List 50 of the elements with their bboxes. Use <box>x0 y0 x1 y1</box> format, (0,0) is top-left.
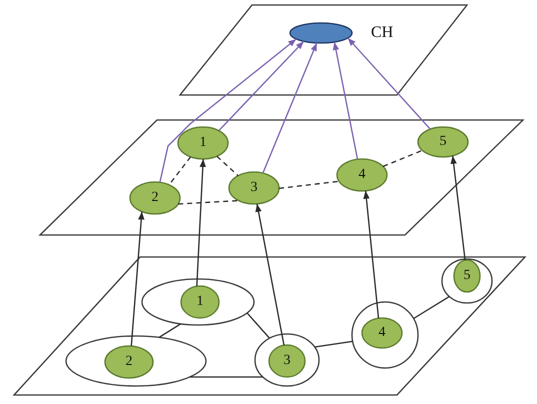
ellipse-node <box>228 171 280 205</box>
arrow <box>218 40 304 132</box>
ellipse-node <box>417 126 469 158</box>
ellipse-node <box>289 22 353 44</box>
outer-ellipse <box>141 278 255 326</box>
layer-plane <box>13 256 526 396</box>
connector-line <box>190 376 263 378</box>
layer-plane <box>39 119 524 236</box>
ellipse-node <box>180 285 220 319</box>
connector-line <box>314 340 353 348</box>
node-number: 3 <box>250 181 258 195</box>
node-number: 4 <box>358 168 366 182</box>
node-label: CH <box>371 25 394 41</box>
outer-ellipse <box>65 335 207 387</box>
dashed-line <box>382 150 423 167</box>
connector-line <box>413 296 450 320</box>
dashed-line <box>216 156 239 176</box>
ellipse-node <box>268 344 306 378</box>
connector-line <box>246 312 270 339</box>
arrow <box>347 38 431 130</box>
outer-ring <box>441 258 493 304</box>
node-number: 3 <box>284 354 290 368</box>
dashed-line <box>278 180 340 190</box>
node-number: 2 <box>126 355 132 369</box>
outer-ring <box>351 301 419 369</box>
node-number: 1 <box>196 295 204 309</box>
ellipse-node <box>336 158 388 192</box>
arrow <box>450 156 466 260</box>
ellipse-node <box>361 317 403 349</box>
outer-ring <box>254 333 320 387</box>
node-number: 5 <box>440 135 446 149</box>
ellipse-node <box>129 181 181 215</box>
dashed-line <box>178 200 239 205</box>
arrow <box>255 204 285 346</box>
ellipse-node <box>177 126 229 160</box>
arrow <box>363 190 380 318</box>
dashed-line <box>168 156 192 186</box>
arrow <box>196 158 206 286</box>
layer-plane <box>179 4 468 96</box>
node-number: 2 <box>152 191 158 205</box>
arrow <box>159 38 297 182</box>
node-number: 4 <box>378 326 386 340</box>
arrow <box>262 42 318 174</box>
ellipse-node <box>104 345 154 379</box>
connector-line <box>158 323 181 338</box>
arrow <box>332 42 358 160</box>
node-number: 1 <box>200 136 206 150</box>
arrow <box>130 212 144 346</box>
node-number: 5 <box>464 269 470 283</box>
ellipse-node <box>453 259 481 293</box>
